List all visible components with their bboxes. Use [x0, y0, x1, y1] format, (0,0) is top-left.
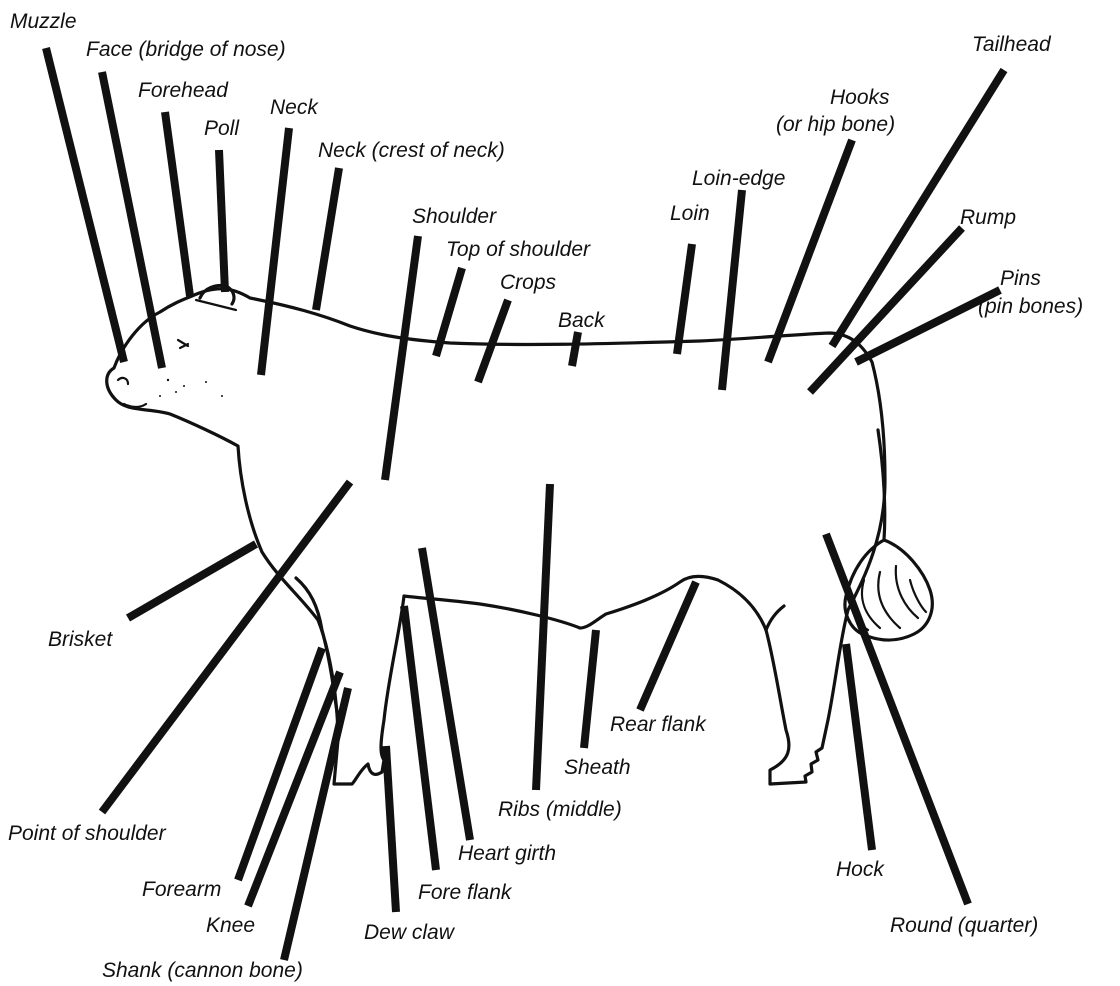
label-heart-girth: Heart girth [458, 842, 556, 865]
label-hooks-line1: Hooks [830, 86, 890, 109]
label-sheath: Sheath [564, 756, 631, 779]
label-loin-edge: Loin-edge [692, 167, 785, 190]
label-neck: Neck [270, 96, 319, 119]
label-hock: Hock [836, 858, 885, 881]
label-round: Round (quarter) [890, 914, 1038, 937]
label-rump: Rump [960, 206, 1016, 229]
leader-poll [219, 150, 225, 292]
label-pins-line2: (pin bones) [978, 295, 1083, 318]
label-rear-flank: Rear flank [610, 713, 707, 736]
label-brisket: Brisket [48, 628, 113, 651]
label-ribs: Ribs (middle) [498, 798, 622, 821]
leader-forehead [165, 112, 190, 296]
label-fore-flank: Fore flank [418, 881, 513, 904]
label-top-of-shoulder: Top of shoulder [446, 238, 591, 261]
label-muzzle: Muzzle [10, 10, 77, 33]
leader-dew-claw [386, 746, 396, 912]
leader-fore-flank [404, 606, 436, 870]
leader-crops [478, 300, 508, 382]
label-poll: Poll [204, 117, 240, 140]
leader-loin [677, 244, 692, 354]
label-forearm: Forearm [142, 878, 221, 901]
leader-ribs [536, 484, 550, 790]
leader-lines [46, 48, 1004, 960]
cow-nostril [118, 378, 128, 384]
label-shank: Shank (cannon bone) [102, 959, 303, 982]
leader-back [572, 332, 578, 366]
label-back: Back [558, 309, 606, 332]
label-knee: Knee [206, 914, 255, 937]
cow-illustration [107, 286, 933, 785]
cow-eye [178, 340, 188, 348]
cow-body-outline [107, 289, 885, 784]
leader-brisket [128, 544, 256, 618]
label-crops: Crops [500, 271, 557, 294]
leader-sheath [584, 630, 596, 748]
label-neck-crest: Neck (crest of neck) [318, 139, 505, 162]
leader-neck-crest [316, 168, 339, 310]
label-point-of-shoulder: Point of shoulder [8, 822, 167, 845]
leader-muzzle [46, 48, 124, 362]
leader-shoulder [385, 236, 418, 480]
cow-mouth [124, 404, 146, 407]
leader-point-of-shoulder [102, 482, 350, 812]
leader-hock [846, 644, 872, 850]
label-face: Face (bridge of nose) [86, 38, 286, 61]
label-pins-line1: Pins [1000, 267, 1041, 290]
label-forehead: Forehead [138, 79, 229, 102]
leader-round [826, 534, 968, 904]
cow-ear-inner [196, 300, 236, 310]
label-tailhead: Tailhead [972, 33, 1052, 56]
label-loin: Loin [670, 202, 710, 225]
label-shoulder: Shoulder [412, 205, 497, 228]
leader-rear-flank [640, 582, 696, 710]
label-dew-claw: Dew claw [364, 921, 456, 944]
leader-loin-edge [722, 190, 742, 390]
label-hooks-line2: (or hip bone) [776, 113, 895, 136]
head-shading [159, 379, 223, 397]
leader-neck [261, 128, 289, 375]
hind-leg-front-edge [766, 606, 784, 630]
